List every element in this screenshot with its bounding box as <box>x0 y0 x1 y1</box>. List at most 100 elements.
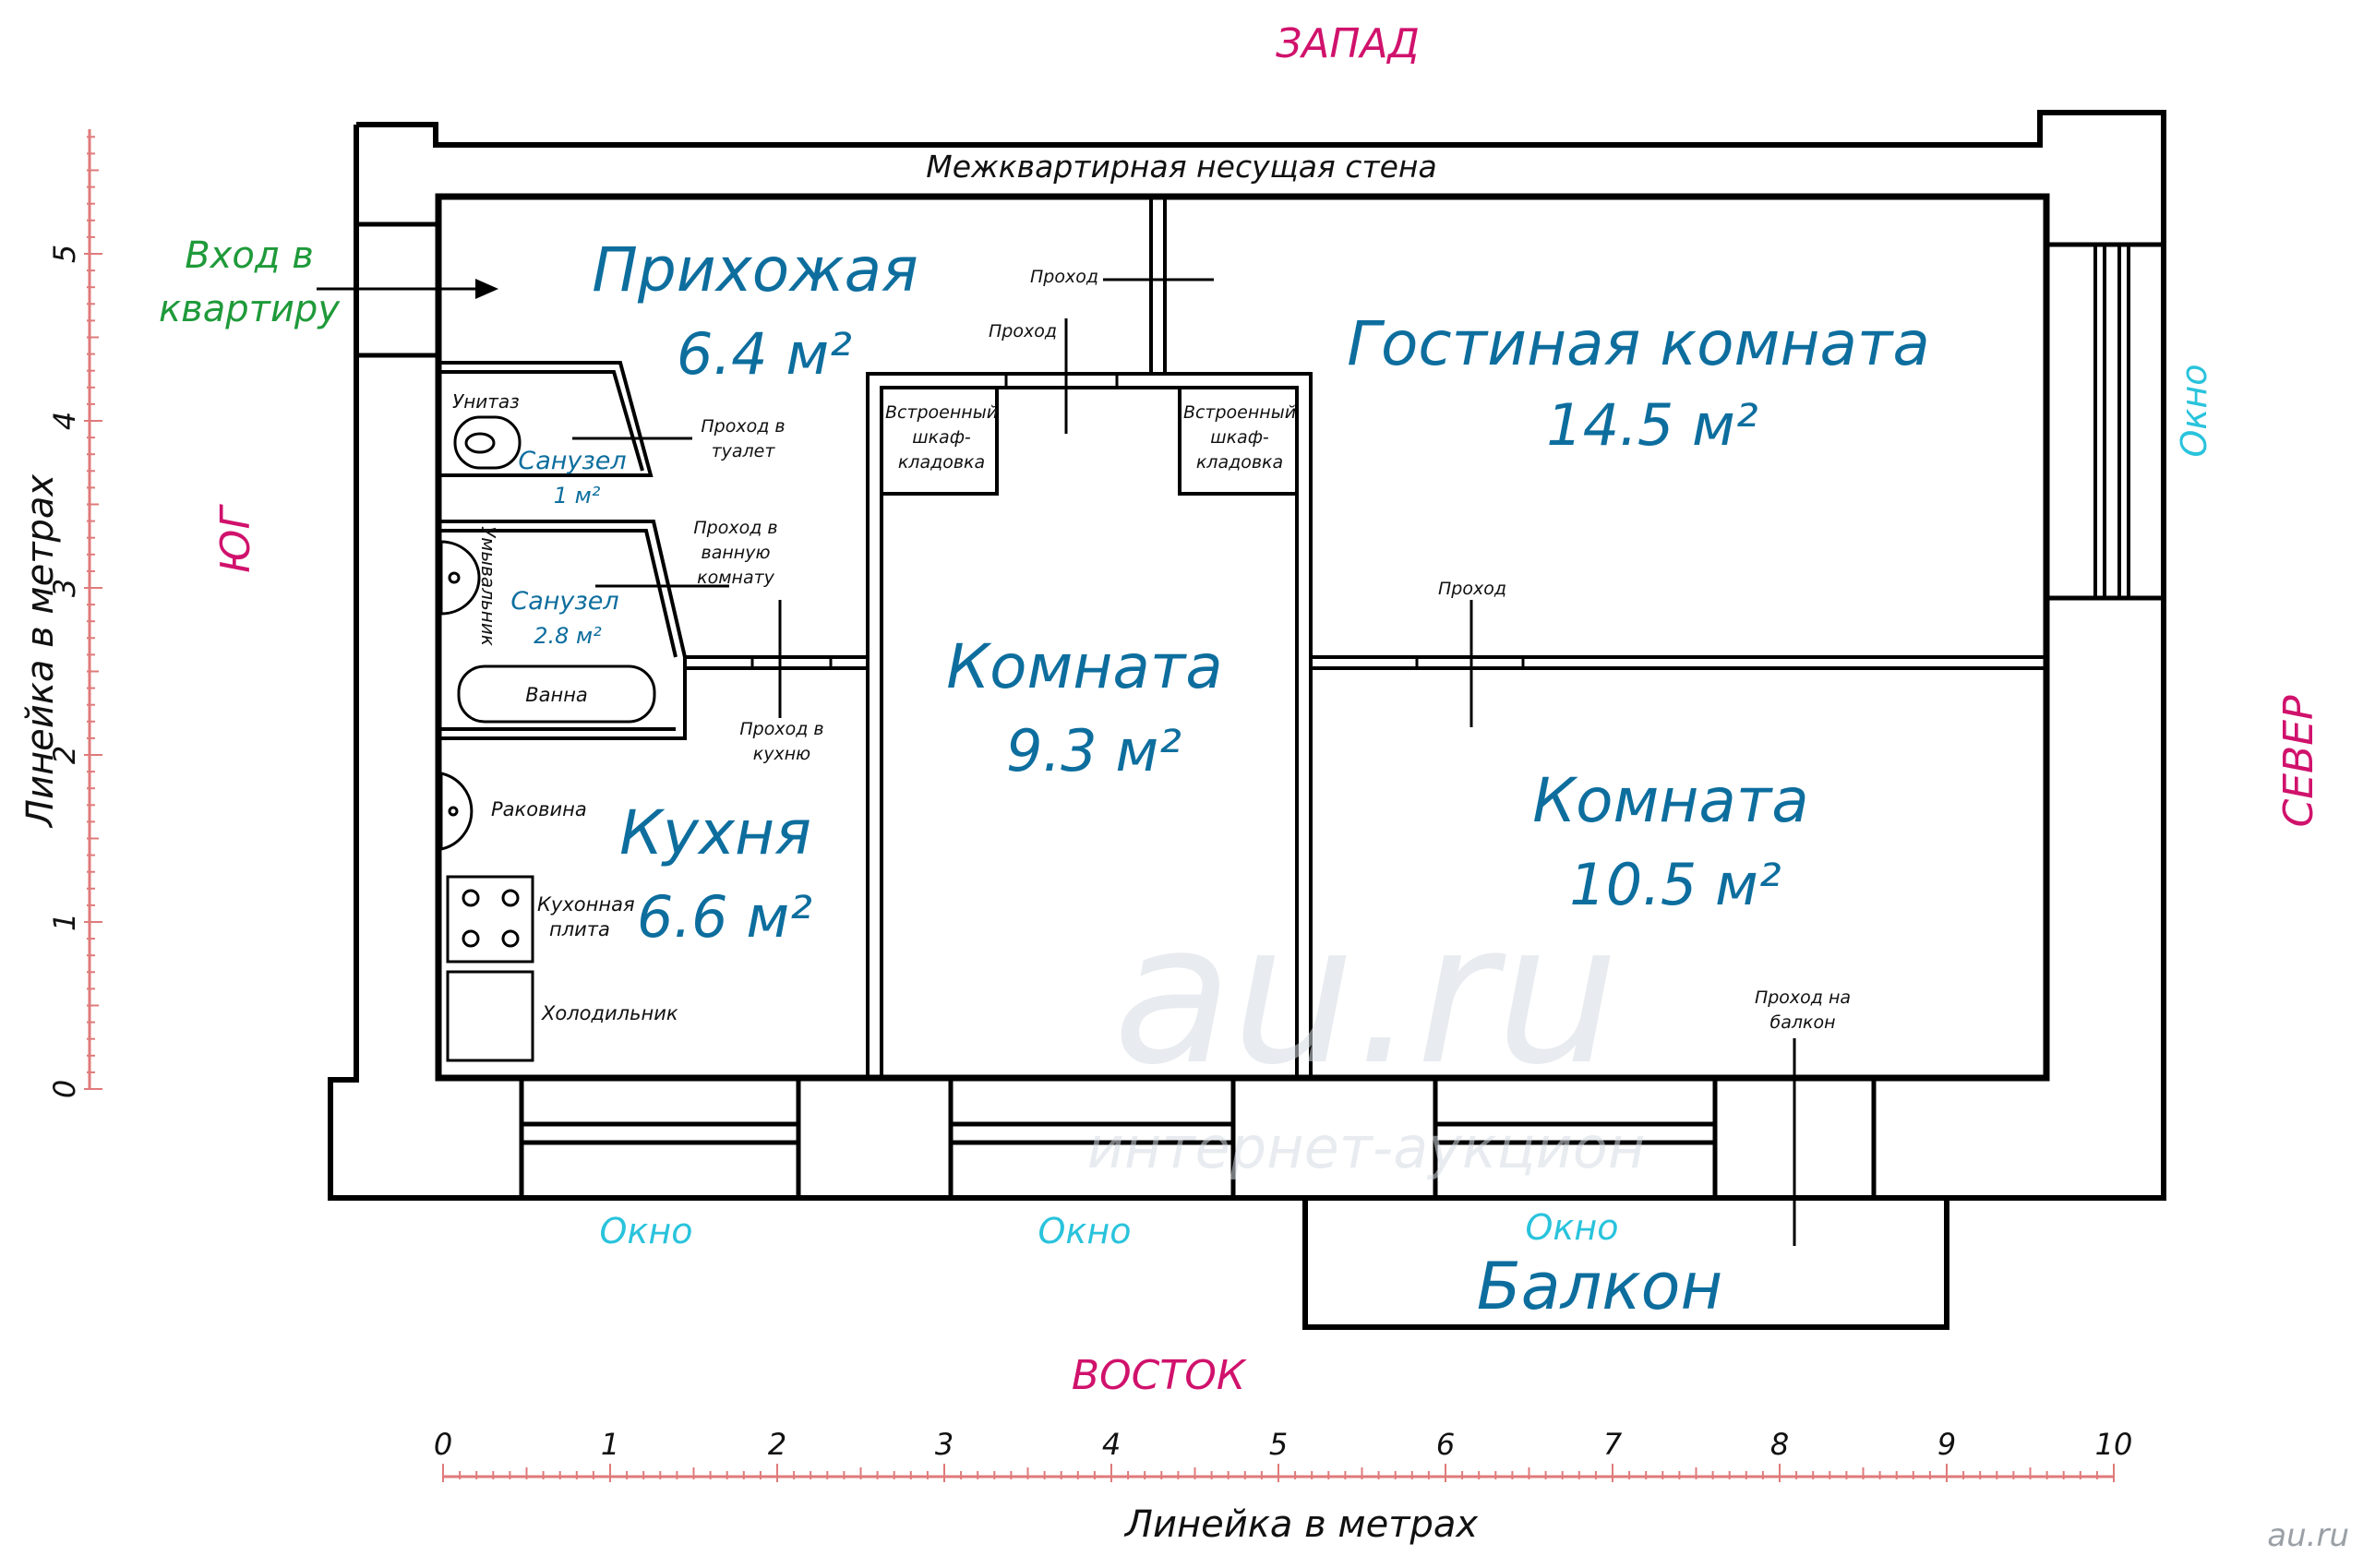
vertical-ruler-title: Линейка в метрах <box>19 474 62 829</box>
ruler-tick-label: 0 <box>47 1080 82 1098</box>
hallway-name: Прихожая <box>592 234 918 305</box>
bathroom-name: Санузел <box>510 587 618 616</box>
window-label-bottom-mid: Окно <box>1038 1211 1132 1251</box>
outer-wall <box>356 110 2166 1201</box>
kitchen-name: Кухня <box>619 797 811 868</box>
ruler-tick-label: 1 <box>601 1427 619 1462</box>
window-labels: Окно Окно Окно Окно <box>600 365 2214 1251</box>
ruler-tick-label: 4 <box>47 412 82 430</box>
ruler-tick-label: 3 <box>47 579 82 597</box>
ruler-tick-label: 1 <box>47 913 82 931</box>
middle-room-area: 9.3 м² <box>1006 717 1182 784</box>
horizontal-ruler-ticks <box>442 1464 2115 1482</box>
ruler-tick-label: 5 <box>1269 1427 1288 1462</box>
passage-labels: Проход Проход Проход в туалет Проход в в… <box>693 267 1851 1033</box>
fixture-labels: Унитаз Умывальник Ванна Раковина Кухонна… <box>452 390 1296 1024</box>
ruler-tick-label: 9 <box>1937 1427 1956 1462</box>
passage-kitchen-line2: кухню <box>753 744 810 764</box>
direction-west: ЗАПАД <box>1276 20 1420 67</box>
ruler-tick-label: 7 <box>1603 1427 1623 1462</box>
ruler-tick-label: 2 <box>768 1427 786 1462</box>
passage-top-label: Проход <box>1030 267 1098 287</box>
window-label-right: Окно <box>2174 365 2214 458</box>
fridge-label: Холодильник <box>541 1002 678 1024</box>
toilet-room-area: 1 м² <box>554 483 601 509</box>
watermark: au.ru интернет-аукцион <box>1087 881 1646 1181</box>
entrance-arrow-icon <box>475 279 498 299</box>
kitchen-sink-icon <box>439 772 474 851</box>
walls <box>328 110 2166 1201</box>
direction-labels: ЗАПАД ВОСТОК ЮГ СЕВЕР <box>212 20 2322 1399</box>
room-labels: Прихожая 6.4 м² Гостиная комната 14.5 м²… <box>510 234 1929 1324</box>
passage-balcony-line2: балкон <box>1769 1012 1835 1033</box>
entrance-label-line1: Вход в <box>185 234 314 277</box>
washbasin-icon <box>439 540 481 616</box>
vertical-ruler-labels: 0 1 2 3 4 5 <box>47 245 82 1098</box>
washbasin-label: Умывальник <box>477 526 499 646</box>
window-label-balcony: Окно <box>1526 1207 1619 1248</box>
vertical-ruler-ticks <box>84 136 102 1090</box>
toilet-room-name: Санузел <box>518 447 626 475</box>
closet-right-line1: Встроенный <box>1183 402 1296 423</box>
passage-bath-line2: ванную <box>702 543 771 563</box>
horizontal-ruler: 0 1 2 3 4 5 6 7 8 9 10 Линейка в метрах <box>434 1427 2133 1546</box>
ruler-tick-label: 8 <box>1770 1427 1789 1462</box>
fridge-icon <box>446 970 534 1062</box>
ruler-tick-label: 3 <box>935 1427 954 1462</box>
middle-room-name: Комната <box>946 631 1223 702</box>
passage-bath-line1: Проход в <box>693 518 777 538</box>
fixtures <box>439 415 656 1062</box>
toilet-bowl-icon <box>453 415 522 470</box>
closet-right-line2: шкаф- <box>1210 427 1269 448</box>
passage-right-label: Проход <box>1438 579 1506 599</box>
living-room-area: 14.5 м² <box>1546 391 1757 459</box>
corner-site-mark: au.ru <box>2267 1517 2349 1554</box>
vertical-ruler: 0 1 2 3 4 5 Линейка в метрах <box>19 129 102 1098</box>
stove-label-line2: плита <box>549 918 610 940</box>
window-label-bottom-left: Окно <box>600 1211 693 1251</box>
watermark-logo: au.ru <box>1113 881 1619 1107</box>
passage-kitchen-line1: Проход в <box>739 719 823 739</box>
direction-north: СЕВЕР <box>2275 695 2322 828</box>
balcony-outline <box>1302 1195 1949 1330</box>
horizontal-ruler-title: Линейка в метрах <box>1123 1503 1478 1546</box>
living-room-name: Гостиная комната <box>1347 308 1930 379</box>
ruler-tick-label: 10 <box>2095 1427 2133 1462</box>
closet-left-line1: Встроенный <box>885 402 998 423</box>
ruler-tick-label: 5 <box>47 245 82 263</box>
entrance-label-line2: квартиру <box>159 288 341 330</box>
bottom-window-frames <box>519 1078 1877 1198</box>
horizontal-ruler-labels: 0 1 2 3 4 5 6 7 8 9 10 <box>434 1427 2133 1462</box>
passage-bath-line3: комнату <box>697 568 775 588</box>
closet-left-line3: кладовка <box>898 452 985 473</box>
bathtub-icon <box>457 664 656 724</box>
stove-icon <box>446 875 534 964</box>
ruler-tick-label: 6 <box>1436 1427 1455 1462</box>
bathtub-label: Ванна <box>525 684 588 706</box>
partitions <box>438 197 2046 1078</box>
right-room-area: 10.5 м² <box>1569 851 1781 918</box>
ruler-tick-label: 0 <box>434 1427 452 1462</box>
passage-hall-label: Проход <box>989 321 1057 341</box>
bearing-wall-label: Межквартирная несущая стена <box>926 149 1436 185</box>
hallway-area: 6.4 м² <box>677 320 852 388</box>
ruler-tick-label: 2 <box>47 746 82 764</box>
right-room-name: Комната <box>1532 765 1809 836</box>
passage-balcony-line1: Проход на <box>1755 987 1851 1008</box>
watermark-subtitle: интернет-аукцион <box>1087 1114 1646 1181</box>
ruler-tick-label: 4 <box>1102 1427 1121 1462</box>
leader-lines <box>317 278 1796 1246</box>
direction-south: ЮГ <box>212 504 259 574</box>
bathroom-area: 2.8 м² <box>534 623 602 649</box>
inner-wall <box>435 193 2050 1082</box>
entrance-label: Вход в квартиру <box>159 234 341 330</box>
kitchen-area: 6.6 м² <box>637 883 812 951</box>
closet-left-line2: шкаф- <box>912 427 971 448</box>
right-window-frame <box>2046 242 2164 601</box>
passage-toilet-line2: туалет <box>712 441 776 461</box>
passage-toilet-line1: Проход в <box>701 416 785 437</box>
sink-label: Раковина <box>491 798 587 820</box>
outer-wall-left <box>328 125 1305 1201</box>
direction-east: ВОСТОК <box>1072 1352 1247 1399</box>
